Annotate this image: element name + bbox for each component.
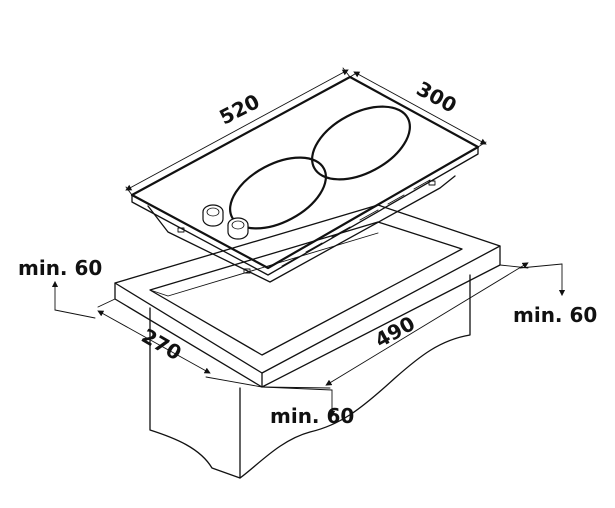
label-clearance-left: min. 60: [18, 256, 102, 280]
clearance-right-leader: [519, 263, 563, 269]
dimension-cutout-depth: 270: [97, 298, 263, 388]
control-knob-2: [227, 217, 249, 240]
extension-lines-300: [349, 71, 487, 148]
label-hob-width: 520: [215, 89, 263, 129]
dimension-line-300: [353, 71, 487, 145]
hob-clip-front: [243, 268, 251, 274]
clearance-front: min. 60: [261, 386, 354, 428]
dimension-cutout-width: 490: [261, 262, 529, 389]
label-hob-depth: 300: [413, 76, 461, 117]
dimension-line-520: [125, 69, 349, 191]
clearance-right: min. 60: [513, 263, 597, 327]
label-cutout-depth: 270: [138, 324, 186, 366]
hob-clip-right: [428, 180, 436, 186]
dimension-hob-depth: 300: [349, 71, 487, 148]
label-clearance-front: min. 60: [270, 404, 354, 428]
clearance-left-leader: [54, 309, 96, 319]
hob-clip-left: [177, 227, 185, 233]
dimension-hob-width: 520: [125, 67, 351, 196]
hob-glass-edge: [131, 146, 479, 276]
cutout-inner-edge: [149, 232, 379, 297]
label-clearance-right: min. 60: [513, 303, 597, 327]
cutout-opening: [149, 221, 463, 356]
cabinet-left-wall: [149, 307, 241, 479]
hob-vents: [281, 179, 431, 267]
clearance-front-leader: [261, 386, 333, 391]
label-cutout-width: 490: [371, 311, 419, 352]
dimension-line-270: [97, 310, 211, 374]
extension-lines-270: [97, 298, 263, 388]
control-knob-1: [202, 204, 224, 227]
clearance-left: min. 60: [18, 256, 102, 319]
hob-body: [147, 175, 456, 283]
hob: [130, 75, 480, 283]
dimension-line-490: [325, 262, 529, 386]
